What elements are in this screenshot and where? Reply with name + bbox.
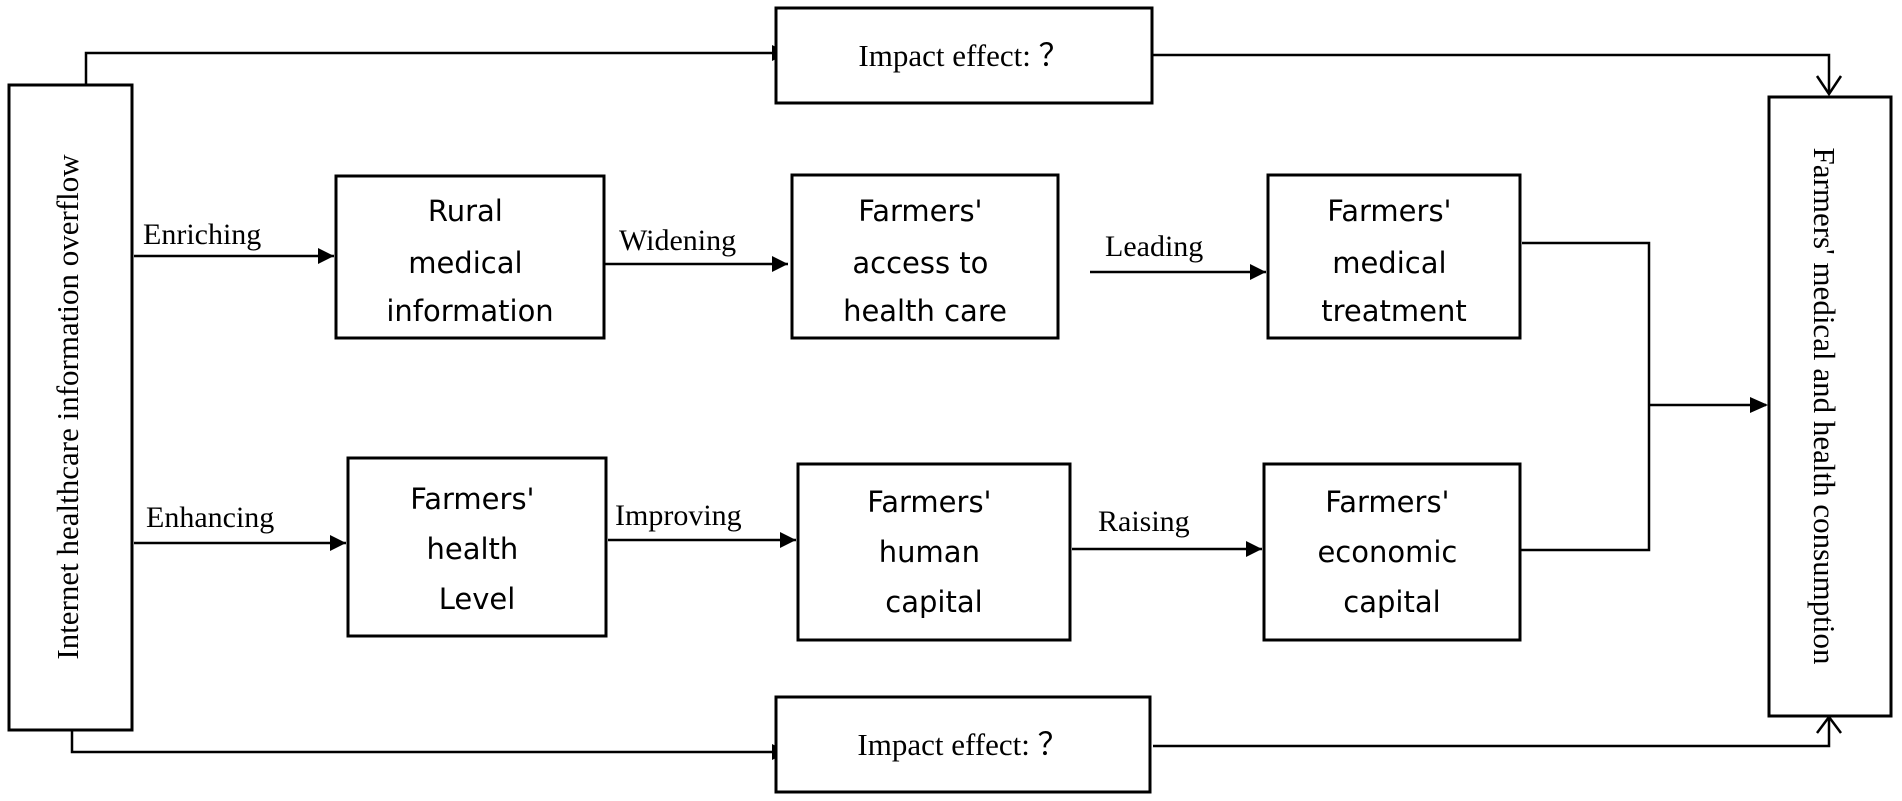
label-improving: Improving	[615, 499, 742, 532]
arrowheads	[318, 45, 1768, 760]
human-capital-line2: human	[879, 535, 980, 569]
arrowhead-leading	[1250, 264, 1266, 280]
internet-healthcare-label: Internet healthcare information overflow	[50, 154, 85, 660]
economic-capital-line2: economic	[1317, 535, 1457, 569]
farmers-consumption-box	[1767, 95, 1893, 718]
arrow-top-to-impact	[84, 51, 774, 84]
arrowhead-raising	[1246, 541, 1262, 557]
medical-treatment-line2: medical	[1332, 246, 1446, 280]
arrowhead-improving	[780, 532, 796, 548]
arrow-bottom-to-impact	[70, 730, 774, 754]
rural-medical-information-line2: medical	[408, 246, 522, 280]
medical-treatment-line3: treatment	[1321, 294, 1466, 328]
internet-healthcare-box	[7, 83, 134, 732]
rural-medical-information-line3: information	[386, 294, 553, 328]
human-capital-line1: Farmers'	[867, 485, 991, 519]
arrowhead-merge	[1750, 397, 1768, 413]
impact-effect-top-box	[774, 6, 1154, 105]
medical-treatment-box	[1266, 173, 1522, 340]
line-impact-bottom-to-right	[1153, 717, 1831, 748]
health-level-line1: Farmers'	[410, 482, 534, 516]
impact-effect-bottom-label: Impact effect: ？	[857, 727, 1068, 762]
arrowhead-widening	[772, 256, 788, 272]
arrowhead-enriching	[318, 248, 334, 264]
health-level-line3: Level	[439, 582, 516, 616]
access-to-health-care-box	[790, 173, 1060, 340]
rural-medical-information-box	[334, 174, 606, 340]
label-leading: Leading	[1105, 230, 1203, 263]
label-widening: Widening	[619, 224, 736, 257]
health-level-line2: health	[426, 532, 518, 566]
impact-effect-bottom-box	[774, 695, 1152, 794]
health-level-label: Farmers' health Level	[410, 482, 544, 616]
human-capital-label: Farmers' human capital	[867, 485, 1001, 619]
rural-medical-information-line1: Rural	[428, 194, 503, 228]
rural-medical-information-label: Rural medical information	[386, 194, 553, 328]
access-to-health-care-line1: Farmers'	[858, 194, 982, 228]
human-capital-line3: capital	[885, 585, 982, 619]
label-enriching: Enriching	[143, 218, 261, 251]
medical-treatment-label: Farmers' medical treatment	[1321, 194, 1466, 328]
economic-capital-line1: Farmers'	[1325, 485, 1449, 519]
human-capital-box	[796, 462, 1072, 642]
farmers-consumption-label: Farmers' medical and health consumption	[1807, 148, 1842, 665]
medical-treatment-line1: Farmers'	[1327, 194, 1451, 228]
label-enhancing: Enhancing	[146, 501, 274, 534]
access-to-health-care-line3: health care	[843, 294, 1007, 328]
health-level-box	[346, 456, 608, 638]
connectors	[70, 51, 1843, 754]
arrowhead-enhancing	[330, 535, 346, 551]
economic-capital-line3: capital	[1343, 585, 1440, 619]
economic-capital-label: Farmers' economic capital	[1317, 485, 1466, 619]
label-raising: Raising	[1098, 505, 1190, 538]
impact-effect-top-label: Impact effect: ？	[858, 38, 1069, 73]
open-arrowhead-top-right	[1815, 75, 1843, 97]
economic-capital-box	[1262, 462, 1522, 642]
line-economic-capital-merge	[1520, 405, 1651, 552]
access-to-health-care-line2: access to	[852, 246, 988, 280]
line-impact-top-to-right	[1153, 53, 1831, 92]
line-medical-treatment-merge	[1522, 241, 1651, 405]
access-to-health-care-label: Farmers' access to health care	[843, 194, 1007, 328]
